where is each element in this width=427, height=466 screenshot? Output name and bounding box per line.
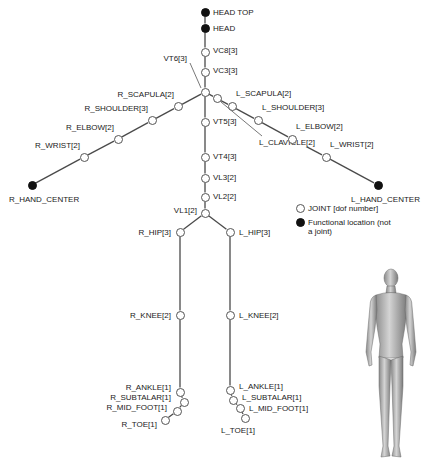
bone-link <box>182 94 201 104</box>
joint-label: HEAD TOP <box>212 8 255 17</box>
joint-label: R_SUBTALAR[1] <box>109 393 172 402</box>
bone-link <box>230 237 231 311</box>
joint-circle: L_ANKLE[1] <box>226 386 235 395</box>
bone-link <box>205 77 206 88</box>
joint-circle: L_WRIST[2] <box>322 153 331 162</box>
bone-link <box>205 183 206 193</box>
joint-circle: L_HIP[3] <box>226 228 235 237</box>
joint-circle: VT5[3] <box>201 118 210 127</box>
legend-text: Functional location (not a joint) <box>308 218 392 236</box>
joint-label: R_ANKLE[1] <box>125 383 172 392</box>
joint-label: HEAD <box>212 24 236 33</box>
joint-label: L_WRIST[2] <box>329 140 375 149</box>
joint-label: R_HIP[3] <box>138 228 172 237</box>
joint-label: R_TOE[1] <box>121 420 158 429</box>
joint-circle: L_SHOULDER[3] <box>254 116 263 125</box>
bone-link <box>156 109 174 119</box>
bone-link <box>205 127 206 153</box>
functional-location: L_HAND_CENTER <box>374 181 383 190</box>
joint-label: R_SCAPULA[2] <box>117 90 175 99</box>
bone-link <box>330 159 374 183</box>
bone-link <box>36 159 80 183</box>
bone-link <box>88 141 114 155</box>
joint-label: R_MID_FOOT[1] <box>106 403 168 412</box>
joint-label: VT6[3] <box>162 54 188 63</box>
joint-circle: VC3[3] <box>201 68 210 77</box>
joint-circle: R_MID_FOOT[1] <box>173 407 182 416</box>
joint-sample <box>296 204 305 213</box>
joint-label: R_WRIST[2] <box>34 141 81 150</box>
joint-label: R_KNEE[2] <box>129 311 172 320</box>
joint-circle: VT6[3] <box>201 88 210 97</box>
joint-label: VC8[3] <box>212 46 238 55</box>
joint-label: L_CLAVICLE[2] <box>258 138 316 147</box>
joint-circle: R_SHOULDER[3] <box>148 116 157 125</box>
joint-circle: L_SUBTALAR[1] <box>229 396 238 405</box>
joint-circle: VT4[3] <box>201 153 210 162</box>
joint-circle: L_MID_FOOT[1] <box>236 404 245 413</box>
joint-circle: L_TOE[1] <box>241 414 250 423</box>
joint-circle: L_ELBOW[2] <box>288 135 297 144</box>
bone-link <box>230 320 231 386</box>
joint-label: R_SHOULDER[3] <box>83 104 149 113</box>
bone-link <box>236 109 254 119</box>
joint-label: VT5[3] <box>212 117 238 126</box>
joint-circle: R_HIP[3] <box>176 228 185 237</box>
joint-label: L_SCAPULA[2] <box>235 89 292 98</box>
leader-line <box>190 63 201 88</box>
bone-link <box>221 101 228 105</box>
bone-link <box>209 216 227 230</box>
functional-location: HEAD TOP <box>201 8 210 17</box>
joint-label: L_TOE[1] <box>220 426 256 435</box>
bone-link <box>184 216 202 230</box>
bone-link <box>205 202 206 209</box>
joint-label: L_MID_FOOT[1] <box>248 404 309 413</box>
joint-label: L_HIP[3] <box>238 228 271 237</box>
joint-label: L_KNEE[2] <box>238 311 280 320</box>
functional-location: R_HAND_CENTER <box>28 181 37 190</box>
bone-link <box>262 123 288 137</box>
bone-link <box>205 33 206 48</box>
bone-link <box>180 320 181 388</box>
joint-circle: VL3[2] <box>201 174 210 183</box>
joint-label: VL1[2] <box>173 206 198 215</box>
human-figure <box>356 266 426 464</box>
bone-link <box>180 237 181 311</box>
bone-link <box>205 57 206 68</box>
joint-label: L_SHOULDER[3] <box>261 103 325 112</box>
joint-label: L_ANKLE[1] <box>238 382 284 391</box>
joint-label: VL2[2] <box>212 192 237 201</box>
legend-item: Functional location (not a joint) <box>296 218 406 236</box>
functional-sample <box>296 218 305 227</box>
joint-label: L_ELBOW[2] <box>295 122 344 131</box>
joint-circle: R_TOE[1] <box>161 416 170 425</box>
joint-circle: L_CLAVICLE[2] <box>213 94 222 103</box>
joint-circle: R_WRIST[2] <box>80 153 89 162</box>
joint-circle: R_SUBTALAR[1] <box>180 398 189 407</box>
joint-circle: VL2[2] <box>201 193 210 202</box>
legend-text: JOINT [dof number] <box>308 204 392 213</box>
joint-circle: VL1[2] <box>201 209 210 218</box>
joint-label: L_SUBTALAR[1] <box>241 393 302 402</box>
joint-circle: R_ANKLE[1] <box>176 388 185 397</box>
joint-label: VT4[3] <box>212 152 238 161</box>
joint-circle: R_KNEE[2] <box>176 311 185 320</box>
joint-circle: VC8[3] <box>201 48 210 57</box>
joint-circle: L_SCAPULA[2] <box>228 102 237 111</box>
joint-circle: R_ELBOW[2] <box>114 135 123 144</box>
bone-link <box>205 97 206 118</box>
joint-label: L_HAND_CENTER <box>350 195 421 204</box>
bone-link <box>169 414 174 418</box>
joint-label: VL3[2] <box>212 173 237 182</box>
functional-location: HEAD <box>201 24 210 33</box>
bone-link <box>205 17 206 24</box>
joint-label: R_HAND_CENTER <box>8 195 80 204</box>
joint-label: R_ELBOW[2] <box>65 123 115 132</box>
joint-circle: R_SCAPULA[2] <box>174 102 183 111</box>
bone-link <box>122 123 148 137</box>
bone-link <box>205 162 206 174</box>
joint-circle: L_KNEE[2] <box>226 311 235 320</box>
joint-label: VC3[3] <box>212 66 238 75</box>
legend-item: JOINT [dof number] <box>296 204 406 213</box>
